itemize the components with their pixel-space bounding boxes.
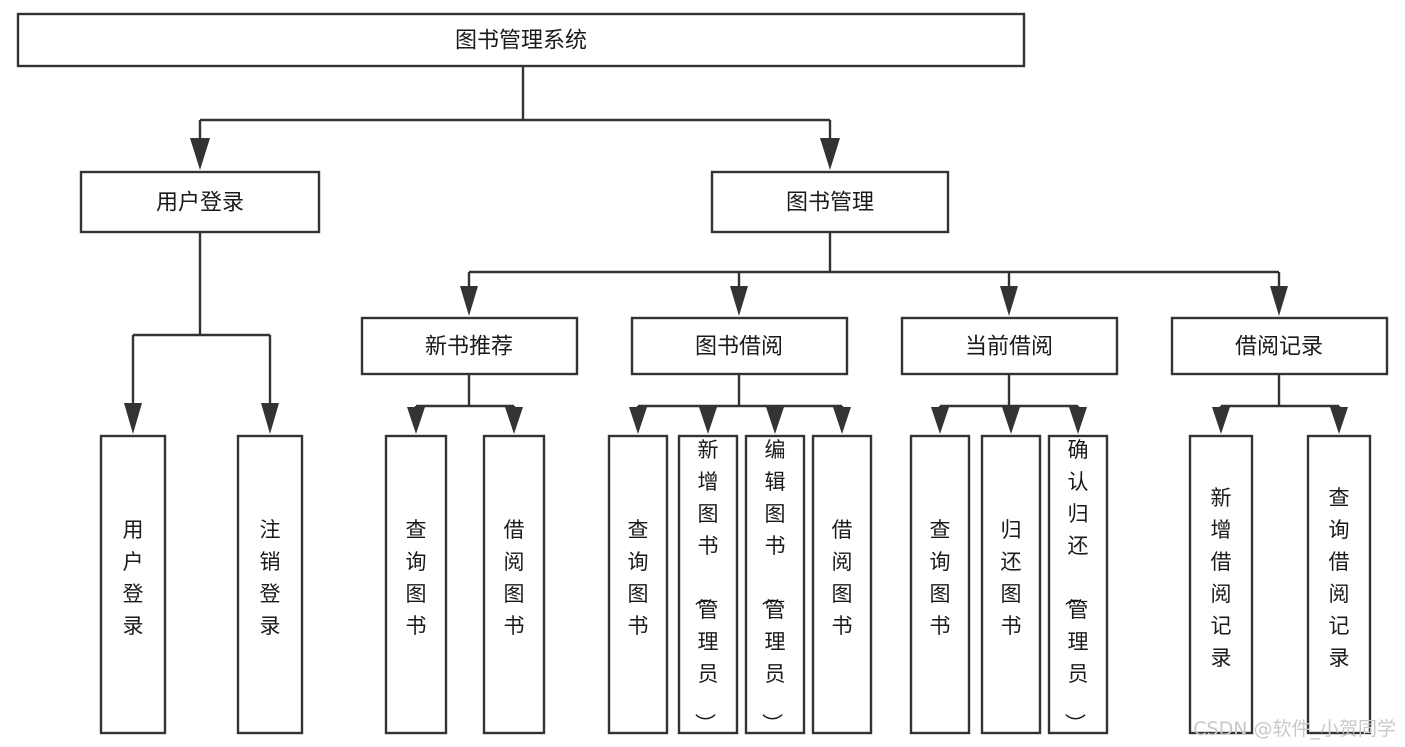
- node-leaf-query-book-1-label: 查询图书: [406, 518, 427, 638]
- node-leaf-return-book-label: 归还图书: [1001, 518, 1022, 638]
- node-leaf-logout[interactable]: 注销登录: [236, 434, 304, 735]
- node-leaf-borrow-book-1-label: 借阅图书: [504, 518, 525, 638]
- node-current-borrow-label: 当前借阅: [965, 335, 1053, 360]
- arrow-head-book-management: [820, 138, 840, 170]
- arrow-head-leaf-borrow-book-2: [833, 407, 851, 434]
- arrow-head-leaf-query-book-1: [407, 407, 425, 434]
- node-current-borrow-box[interactable]: [900, 316, 1119, 376]
- node-book-management[interactable]: 图书管理: [710, 170, 950, 234]
- arrow-head-leaf-add-record: [1212, 407, 1230, 434]
- arrow-head-leaf-return-book: [1002, 407, 1020, 434]
- node-leaf-query-record-box[interactable]: [1306, 434, 1372, 735]
- node-leaf-query-record-label: 查询借阅记录: [1329, 486, 1350, 670]
- arrow-head-leaf-confirm-return: [1069, 407, 1087, 434]
- node-leaf-query-record[interactable]: 查询借阅记录: [1306, 434, 1372, 735]
- node-leaf-add-record-box[interactable]: [1188, 434, 1254, 735]
- arrow-head-leaf-add-book: [699, 407, 717, 434]
- arrow-head-user-login: [190, 138, 210, 170]
- node-leaf-borrow-book-1[interactable]: 借阅图书: [482, 434, 546, 735]
- arrow-head-leaf-edit-book: [766, 407, 784, 434]
- nodes-layer: 图书管理系统 用户登录 图书管理 新书推荐 图书借阅 当前: [16, 12, 1389, 735]
- node-leaf-logout-box[interactable]: [236, 434, 304, 735]
- node-new-book-recommend-box[interactable]: [360, 316, 579, 376]
- node-leaf-return-book[interactable]: 归还图书: [980, 434, 1042, 735]
- node-leaf-add-book-label: 新增图书（管理员）: [693, 438, 719, 734]
- node-borrow-record-box[interactable]: [1170, 316, 1389, 376]
- node-leaf-add-record[interactable]: 新增借阅记录: [1188, 434, 1254, 735]
- node-leaf-confirm-return[interactable]: 确认归还（管理员）: [1047, 434, 1109, 735]
- node-leaf-user-login-label: 用户登录: [123, 518, 144, 638]
- node-leaf-query-book-3[interactable]: 查询图书: [909, 434, 971, 735]
- node-user-login-box[interactable]: [79, 170, 321, 234]
- node-leaf-query-book-2-box[interactable]: [607, 434, 669, 735]
- node-user-login-label: 用户登录: [156, 191, 244, 216]
- node-leaf-query-book-3-label: 查询图书: [930, 518, 951, 638]
- node-leaf-user-login-box[interactable]: [99, 434, 167, 735]
- node-book-management-box[interactable]: [710, 170, 950, 234]
- node-leaf-edit-book-label: 编辑图书（管理员）: [760, 438, 786, 734]
- node-leaf-borrow-book-2-box[interactable]: [811, 434, 873, 735]
- arrow-head-new-book-recommend: [460, 286, 478, 316]
- node-leaf-borrow-book-1-box[interactable]: [482, 434, 546, 735]
- node-new-book-recommend-label: 新书推荐: [425, 335, 513, 360]
- node-book-borrow-box[interactable]: [630, 316, 849, 376]
- node-book-management-label: 图书管理: [786, 191, 874, 216]
- node-user-login[interactable]: 用户登录: [79, 170, 321, 234]
- node-new-book-recommend[interactable]: 新书推荐: [360, 316, 579, 376]
- arrow-head-leaf-query-book-2: [629, 407, 647, 434]
- node-leaf-add-record-label: 新增借阅记录: [1211, 486, 1232, 670]
- watermark-label: CSDN @软件_小贺同学: [1193, 718, 1396, 740]
- node-current-borrow[interactable]: 当前借阅: [900, 316, 1119, 376]
- arrow-head-book-borrow: [730, 286, 748, 316]
- node-leaf-confirm-return-box[interactable]: [1047, 434, 1109, 735]
- node-root[interactable]: 图书管理系统: [16, 12, 1026, 68]
- node-borrow-record-label: 借阅记录: [1235, 335, 1323, 360]
- arrow-head-borrow-record: [1270, 286, 1288, 316]
- node-leaf-query-book-2-label: 查询图书: [628, 518, 649, 638]
- node-leaf-edit-book[interactable]: 编辑图书（管理员）: [744, 434, 806, 735]
- node-leaf-query-book-2[interactable]: 查询图书: [607, 434, 669, 735]
- arrow-head-leaf-borrow-book-1: [505, 407, 523, 434]
- node-leaf-add-book-box[interactable]: [677, 434, 739, 735]
- arrow-head-leaf-query-record: [1330, 407, 1348, 434]
- node-root-label: 图书管理系统: [455, 29, 587, 54]
- node-borrow-record[interactable]: 借阅记录: [1170, 316, 1389, 376]
- node-leaf-confirm-return-label: 确认归还（管理员）: [1063, 438, 1089, 734]
- node-leaf-user-login[interactable]: 用户登录: [99, 434, 167, 735]
- arrow-head-leaf-query-book-3: [931, 407, 949, 434]
- arrow-head-leaf-logout: [261, 403, 279, 434]
- node-leaf-add-book[interactable]: 新增图书（管理员）: [677, 434, 739, 735]
- node-leaf-query-book-1[interactable]: 查询图书: [384, 434, 448, 735]
- arrow-head-current-borrow: [1000, 286, 1018, 316]
- node-leaf-edit-book-box[interactable]: [744, 434, 806, 735]
- node-leaf-return-book-box[interactable]: [980, 434, 1042, 735]
- arrow-head-leaf-user-login: [124, 403, 142, 434]
- node-leaf-borrow-book-2[interactable]: 借阅图书: [811, 434, 873, 735]
- node-leaf-query-book-1-box[interactable]: [384, 434, 448, 735]
- connectors-layer: [124, 66, 1348, 434]
- node-book-borrow-label: 图书借阅: [695, 335, 783, 360]
- node-leaf-borrow-book-2-label: 借阅图书: [832, 518, 853, 638]
- node-root-box[interactable]: [16, 12, 1026, 68]
- node-leaf-query-book-3-box[interactable]: [909, 434, 971, 735]
- node-book-borrow[interactable]: 图书借阅: [630, 316, 849, 376]
- node-leaf-logout-label: 注销登录: [260, 518, 281, 638]
